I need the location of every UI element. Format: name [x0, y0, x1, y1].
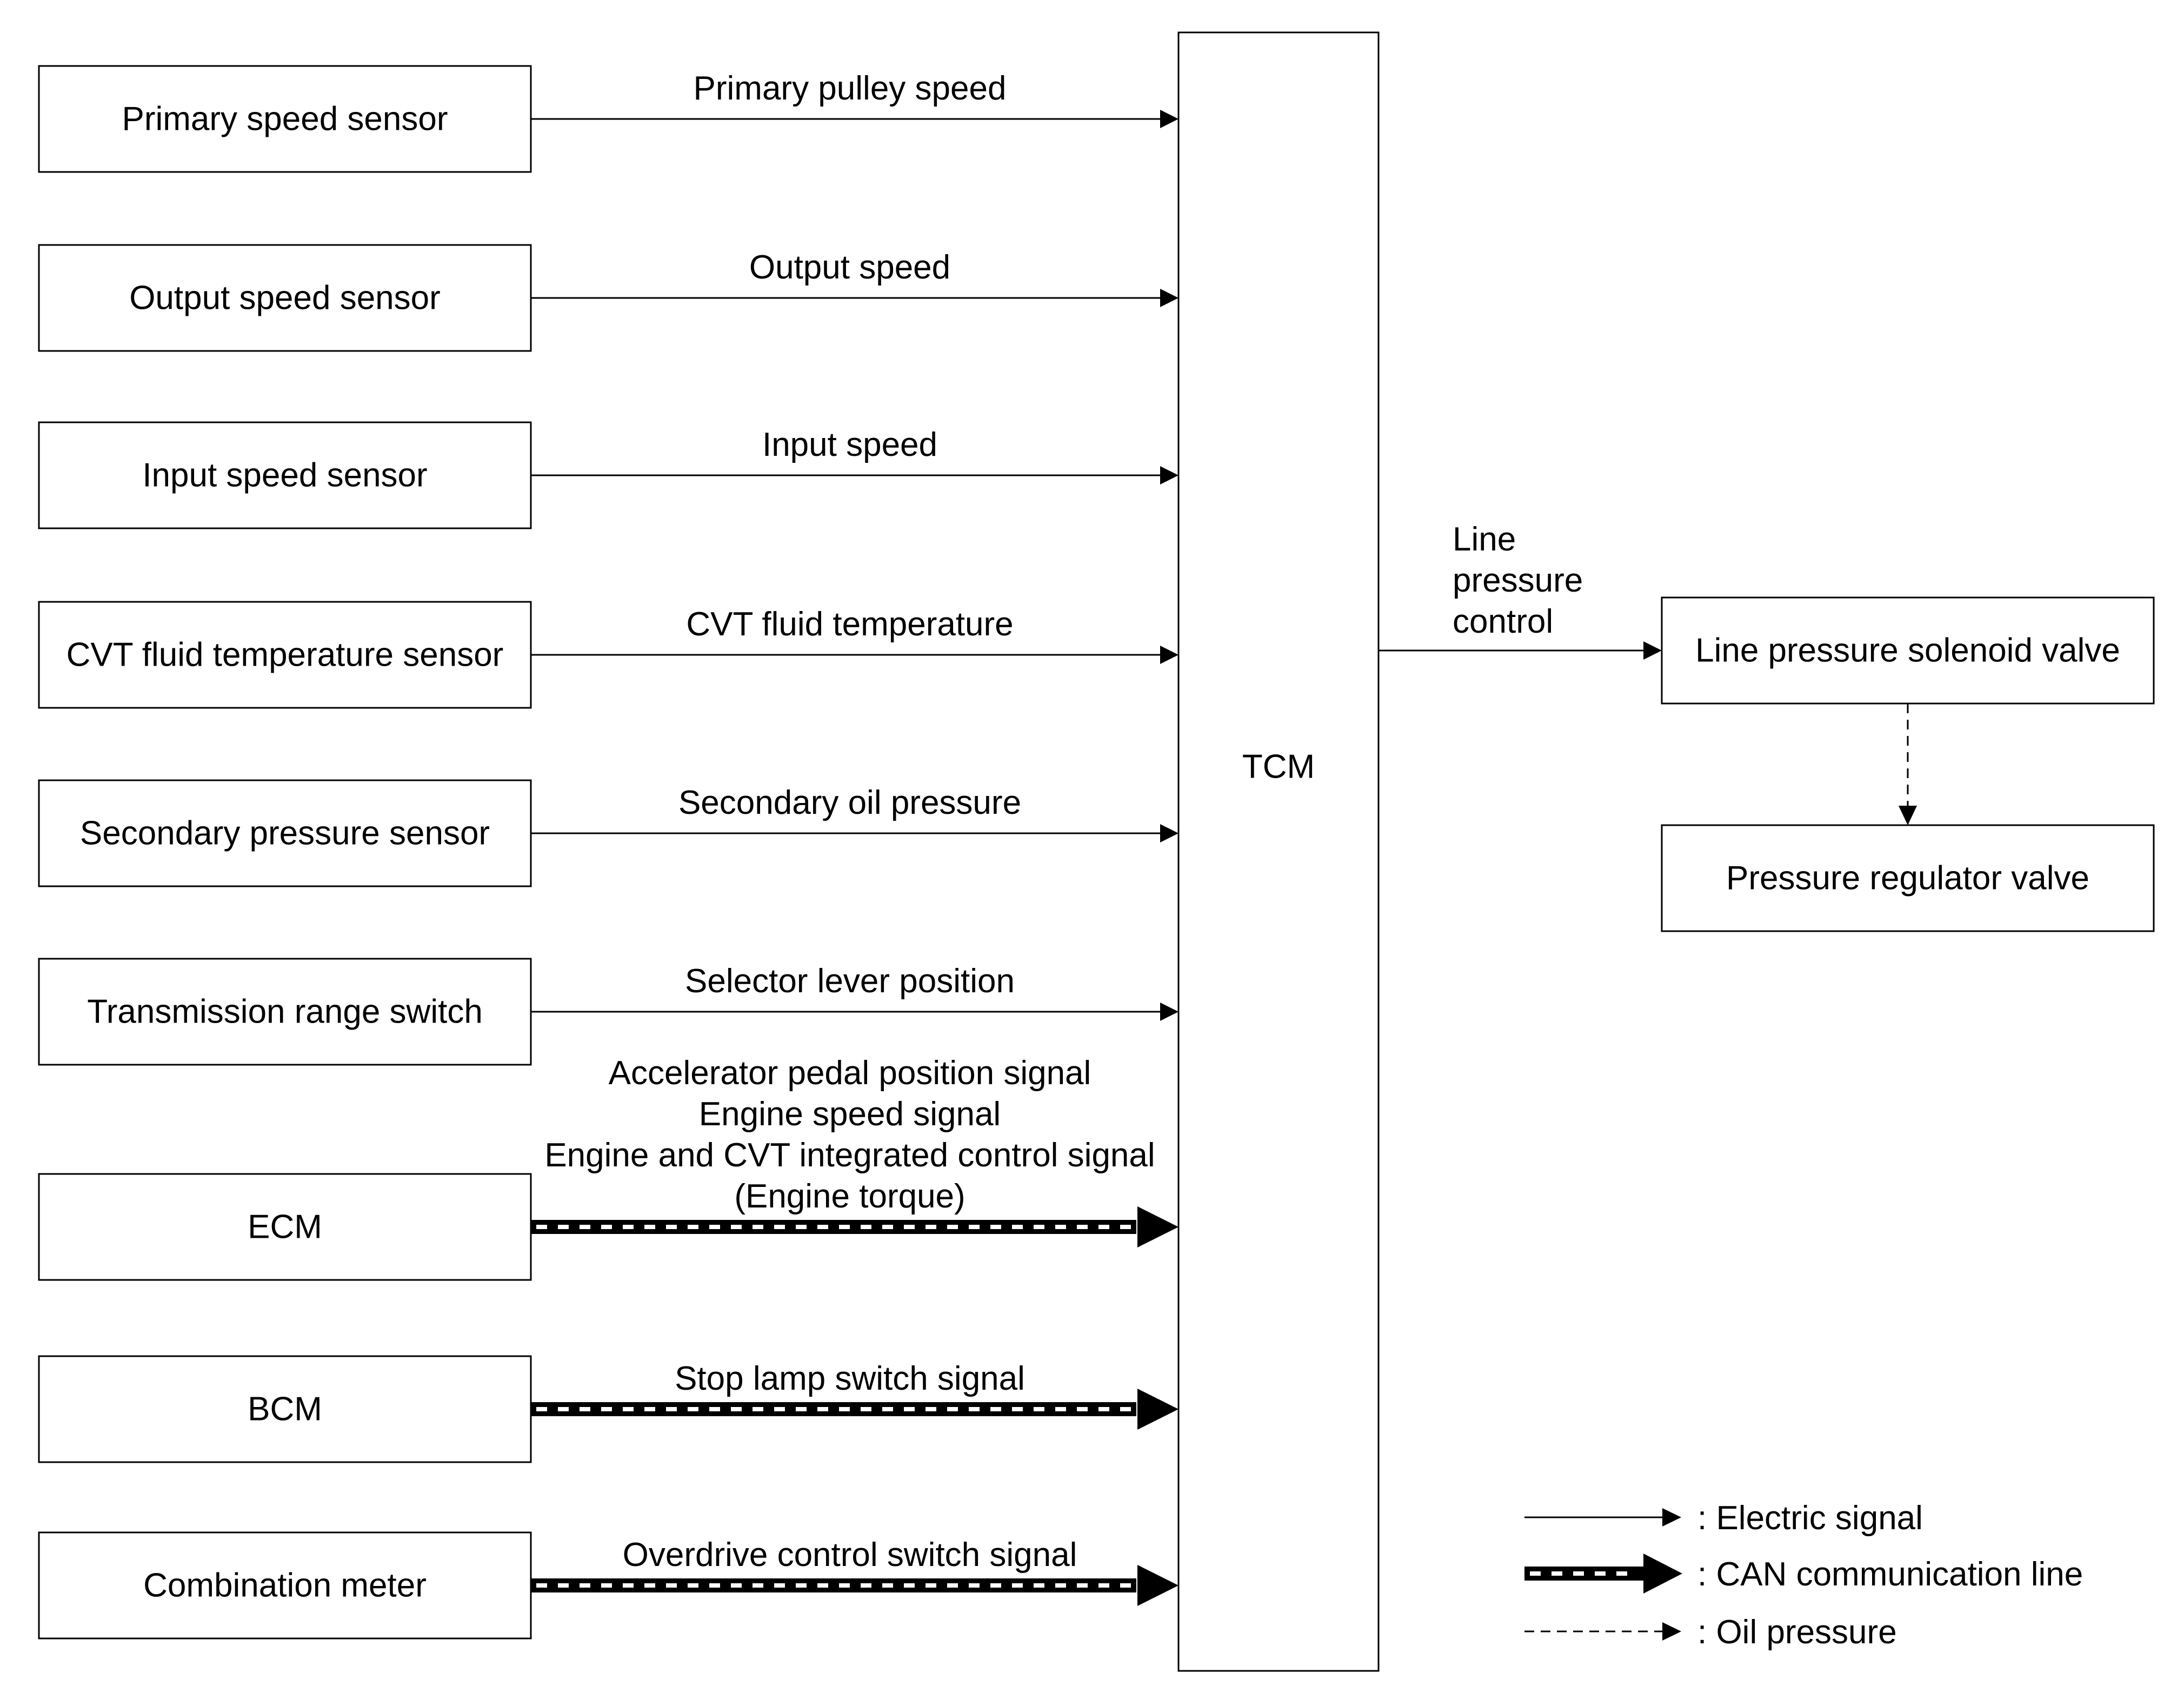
- ecm-can-arrowhead: [1137, 1206, 1178, 1247]
- ecm-box: [38, 1173, 532, 1281]
- legend-electric-arrowhead: [1662, 1508, 1681, 1527]
- input-row-transmission-range-switch: Transmission range switch Selector lever …: [38, 958, 1178, 1066]
- output-speed-sensor-signal-arrowhead: [1160, 289, 1178, 307]
- input-speed-sensor-box: [38, 421, 532, 529]
- secondary-pressure-sensor-box: [38, 779, 532, 887]
- ecm-label: ECM: [248, 1209, 322, 1246]
- transmission-range-switch-signal-label: Selector lever position: [685, 963, 1015, 1000]
- combination-meter-signal-label: Overdrive control switch signal: [623, 1536, 1077, 1574]
- output-speed-sensor-box: [38, 244, 532, 352]
- cvt-fluid-temperature-sensor-signal-label: CVT fluid temperature: [686, 606, 1013, 643]
- ecm-signal-label-2: Engine speed signal: [699, 1096, 1001, 1133]
- pressure-regulator-valve-box: [1661, 824, 2155, 932]
- line-pressure-control-label-2: pressure: [1453, 562, 1583, 599]
- secondary-pressure-sensor-signal-arrowhead: [1160, 824, 1178, 842]
- tcm-label: TCM: [1242, 748, 1315, 786]
- ecm-can-line: [531, 1220, 1136, 1234]
- tcm-box: [1177, 31, 1380, 1672]
- transmission-range-switch-signal-arrowhead: [1160, 1003, 1178, 1021]
- legend-can-label: : CAN communication line: [1697, 1556, 2083, 1593]
- secondary-pressure-sensor-signal-label: Secondary oil pressure: [678, 784, 1021, 821]
- combination-meter-label: Combination meter: [143, 1567, 427, 1604]
- input-row-combination-meter: Combination meter Overdrive control switc…: [38, 1531, 1178, 1640]
- combination-meter-can-line: [531, 1578, 1136, 1592]
- ecm-signal-label-1: Accelerator pedal position signal: [609, 1054, 1091, 1092]
- bcm-can-arrowhead: [1137, 1389, 1178, 1430]
- combination-meter-can-arrowhead: [1137, 1565, 1178, 1606]
- input-row-ecm: ECM Accelerator pedal position signalEngi…: [38, 1054, 1178, 1281]
- bcm-can-line: [531, 1402, 1136, 1416]
- output-speed-sensor-signal-label: Output speed: [749, 249, 950, 286]
- bcm-label: BCM: [248, 1391, 322, 1428]
- bcm-box: [38, 1355, 532, 1463]
- primary-speed-sensor-label: Primary speed sensor: [122, 101, 448, 138]
- pressure-regulator-valve-label: Pressure regulator valve: [1726, 860, 2089, 897]
- line-pressure-control-label-1: Line: [1453, 521, 1516, 558]
- transmission-range-switch-box: [38, 958, 532, 1066]
- input-speed-sensor-signal-label: Input speed: [762, 426, 937, 463]
- oil-pressure-arrowhead: [1899, 806, 1917, 825]
- legend-oil-label: : Oil pressure: [1697, 1614, 1897, 1651]
- legend-can-arrowhead: [1643, 1554, 1682, 1594]
- input-row-output-speed-sensor: Output speed sensor Output speed: [38, 244, 1178, 352]
- legend-electric-label: : Electric signal: [1697, 1499, 1923, 1537]
- output-speed-sensor-label: Output speed sensor: [129, 280, 441, 317]
- legend-oil-arrowhead: [1662, 1622, 1681, 1641]
- input-row-primary-speed-sensor: Primary speed sensor Primary pulley speed: [38, 65, 1178, 173]
- input-row-secondary-pressure-sensor: Secondary pressure sensor Secondary oil p…: [38, 779, 1178, 887]
- cvt-fluid-temperature-sensor-label: CVT fluid temperature sensor: [66, 636, 504, 674]
- input-row-input-speed-sensor: Input speed sensor Input speed: [38, 421, 1178, 529]
- primary-speed-sensor-box: [38, 65, 532, 173]
- cvt-fluid-temperature-sensor-signal-arrowhead: [1160, 646, 1178, 664]
- transmission-range-switch-label: Transmission range switch: [87, 993, 483, 1031]
- input-row-cvt-fluid-temperature-sensor: CVT fluid temperature sensor CVT fluid te…: [38, 601, 1178, 709]
- input-speed-sensor-signal-arrowhead: [1160, 466, 1178, 485]
- line-pressure-control-label-3: control: [1453, 603, 1553, 640]
- ecm-signal-label-4: (Engine torque): [734, 1178, 965, 1215]
- primary-speed-sensor-signal-label: Primary pulley speed: [694, 70, 1007, 107]
- bcm-signal-label: Stop lamp switch signal: [675, 1360, 1025, 1397]
- input-row-bcm: BCM Stop lamp switch signal: [38, 1355, 1178, 1463]
- input-speed-sensor-label: Input speed sensor: [142, 457, 427, 494]
- ecm-signal-label-3: Engine and CVT integrated control signal: [544, 1137, 1155, 1174]
- line-pressure-control-arrowhead: [1643, 641, 1662, 660]
- cvt-fluid-temperature-sensor-box: [38, 601, 532, 709]
- input-components: Primary speed sensor Primary pulley speed…: [38, 65, 1178, 1640]
- secondary-pressure-sensor-label: Secondary pressure sensor: [80, 815, 490, 852]
- primary-speed-sensor-signal-arrowhead: [1160, 110, 1178, 128]
- line-pressure-solenoid-valve-label: Line pressure solenoid valve: [1695, 632, 2120, 669]
- legend: : Electric signal : CAN communication li…: [1524, 1499, 2083, 1651]
- line-pressure-solenoid-valve-box: [1661, 596, 2155, 705]
